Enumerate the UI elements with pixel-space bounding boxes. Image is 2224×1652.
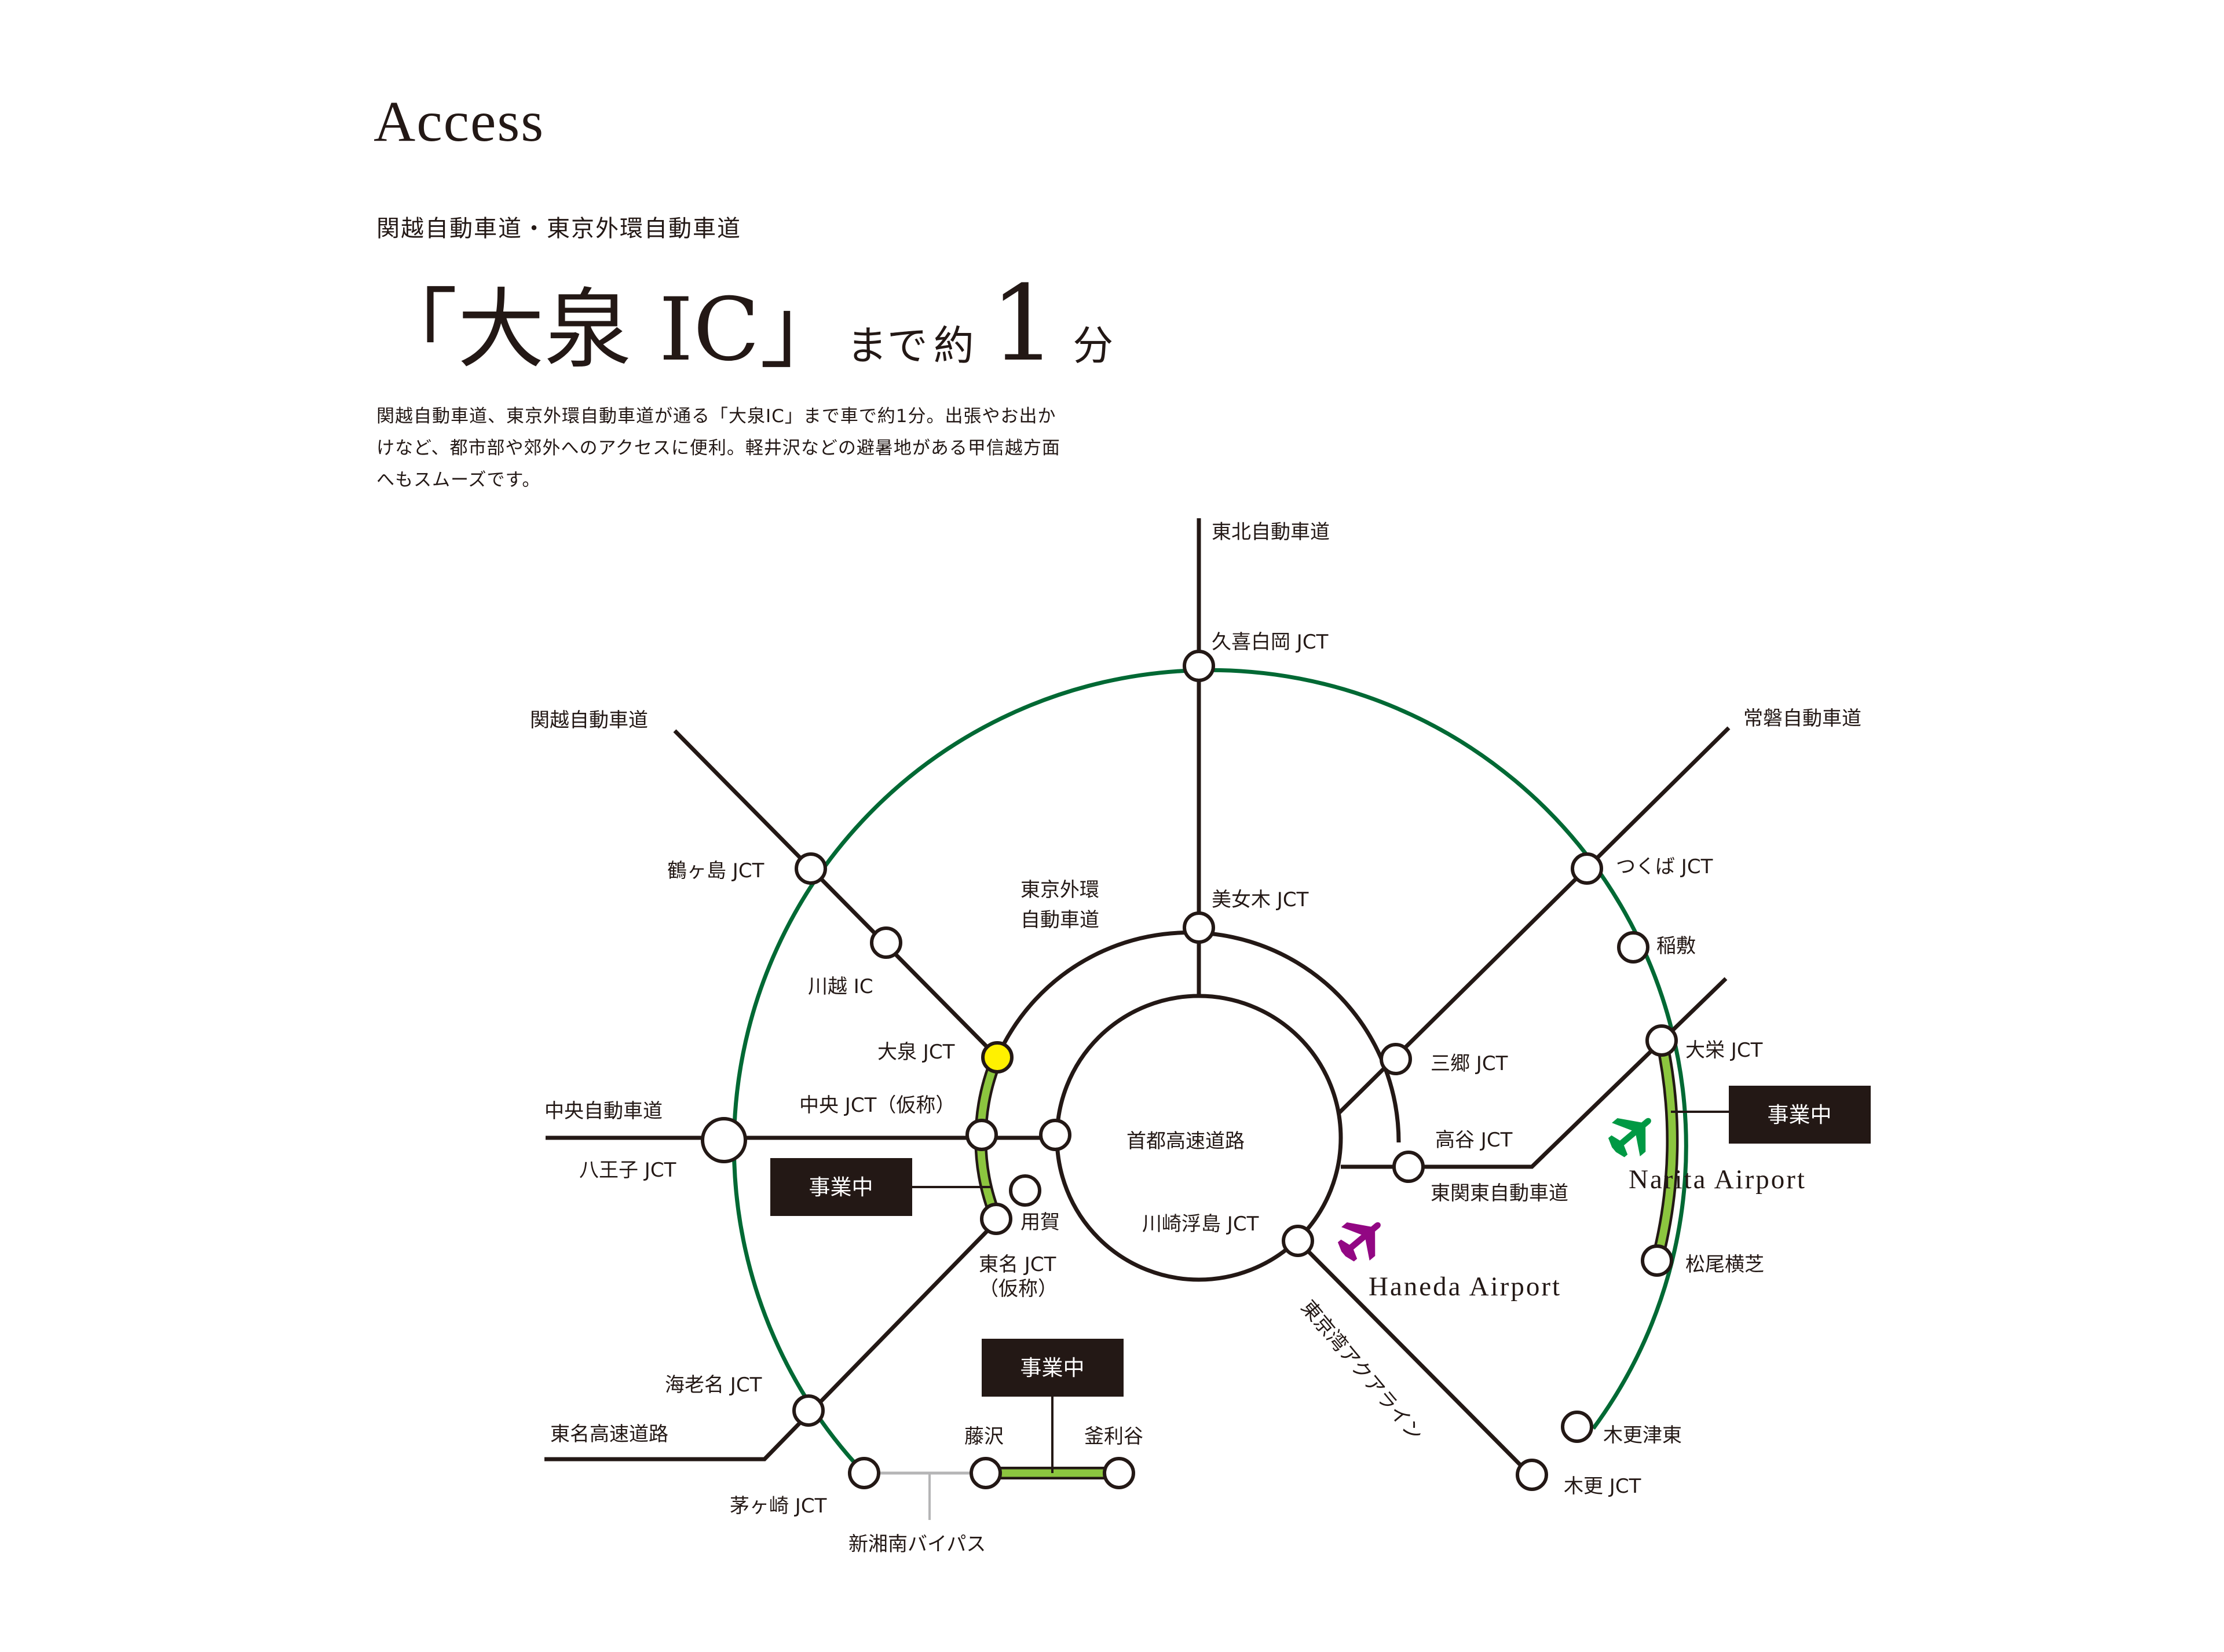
label-gaikan: 東京外環 自動車道 <box>1020 878 1106 932</box>
badge-gaikan-south: 事業中 <box>770 1158 912 1216</box>
label-gaikan-line1: 東京外環 <box>1020 878 1099 902</box>
label-tomei: 東名高速道路 <box>550 1423 668 1446</box>
kanetsu-line <box>673 729 999 1059</box>
airplane-icon <box>1600 1102 1665 1167</box>
label-matsuo-yokoshiba: 松尾横芝 <box>1685 1253 1764 1276</box>
label-youga: 用賀 <box>1020 1211 1060 1234</box>
node-tsukuba <box>1571 852 1603 885</box>
label-kawasaki-ukishima: 川崎浮島 JCT <box>1142 1213 1259 1236</box>
label-kamariya: 釜利谷 <box>1084 1425 1143 1448</box>
node-inashiki <box>1617 931 1649 964</box>
description-line: へもスムーズです。 <box>376 470 541 490</box>
description-line: けなど、都市部や郊外へのアクセスに便利。軽井沢などの避暑地がある甲信越方面 <box>376 438 1060 459</box>
label-narita: Narita Airport <box>1629 1164 1806 1195</box>
headline-yaku: 約 <box>933 322 974 369</box>
headline-unit: 分 <box>1073 322 1114 369</box>
badge-label: 事業中 <box>1768 1102 1832 1127</box>
node-tsurugashima <box>795 852 827 885</box>
label-gaikan-line2: 自動車道 <box>1020 909 1099 932</box>
label-bijogi: 美女木 JCT <box>1212 888 1309 911</box>
label-taiei: 大栄 JCT <box>1685 1039 1763 1062</box>
label-tomei-jct-line1: 東名 JCT <box>979 1253 1056 1276</box>
haneda-airport: Haneda Airport <box>1329 1206 1561 1302</box>
badge-ken-o-east: 事業中 <box>1729 1086 1871 1144</box>
radial-roads <box>544 518 1731 1475</box>
node-chuo-jct <box>965 1119 998 1151</box>
label-koya: 高谷 JCT <box>1435 1129 1513 1152</box>
node-kuki <box>1183 650 1215 682</box>
badge-bg <box>982 1339 1124 1397</box>
headline-number: 1 <box>990 263 1057 384</box>
badge-leaders <box>912 1111 1729 1473</box>
page-title: Access <box>374 89 545 153</box>
label-haneda: Haneda Airport <box>1369 1272 1561 1302</box>
badge-bg <box>770 1158 912 1216</box>
label-ebina: 海老名 JCT <box>665 1373 762 1397</box>
narita-airport: Narita Airport <box>1600 1102 1806 1195</box>
badge-label: 事業中 <box>809 1175 873 1200</box>
subtitle: 関越自動車道・東京外環自動車道 <box>376 215 741 242</box>
label-tohoku: 東北自動車道 <box>1212 521 1330 544</box>
label-joban: 常磐自動車道 <box>1743 707 1861 730</box>
label-fujisawa: 藤沢 <box>964 1425 1004 1448</box>
label-tomei-jct: 東名 JCT （仮称） <box>979 1253 1062 1301</box>
airplane-icon <box>1329 1206 1395 1271</box>
node-bijogi <box>1183 911 1215 944</box>
label-kisarazu: 木更 JCT <box>1564 1475 1641 1498</box>
label-chigasaki: 茅ヶ崎 JCT <box>730 1495 827 1518</box>
node-tomei-jct <box>980 1203 1012 1235</box>
node-chigasaki <box>848 1457 880 1489</box>
ken-o-expressway <box>731 668 1688 1475</box>
label-kawagoe: 川越 IC <box>808 975 873 998</box>
tomei-line <box>544 1220 998 1461</box>
node-misato <box>1380 1043 1412 1075</box>
node-matsuo-yokoshiba <box>1641 1244 1673 1277</box>
label-hachioji: 八王子 JCT <box>579 1159 676 1182</box>
description-line: 関越自動車道、東京外環自動車道が通る「大泉IC」まで車で約1分。出張やお出か <box>376 406 1056 427</box>
ken-o-construction-east-fill <box>1653 1039 1676 1262</box>
label-aqualine: 東京湾アクアライン <box>1296 1296 1427 1446</box>
node-koya <box>1392 1151 1425 1183</box>
description: 関越自動車道、東京外環自動車道が通る「大泉IC」まで車で約1分。出張やお出か け… <box>376 401 1129 496</box>
label-higashi-kanto: 東関東自動車道 <box>1431 1182 1568 1205</box>
label-tsurugashima: 鶴ヶ島 JCT <box>667 859 765 882</box>
node-youga <box>1009 1174 1041 1207</box>
node-fujisawa <box>970 1457 1002 1489</box>
badge-bg <box>1729 1086 1871 1144</box>
label-kisarazu-higashi: 木更津東 <box>1603 1424 1682 1447</box>
label-inashiki: 稲敷 <box>1656 935 1696 958</box>
node-ebina <box>792 1394 825 1427</box>
label-kanetsu: 関越自動車道 <box>530 709 648 732</box>
label-tsukuba: つくば JCT <box>1616 855 1713 878</box>
label-tomei-jct-line2: （仮称） <box>979 1277 1058 1301</box>
label-chuo-jct: 中央 JCT（仮称） <box>799 1094 955 1117</box>
label-chuo: 中央自動車道 <box>544 1100 663 1123</box>
headline-made: まで <box>846 322 928 369</box>
label-kuki: 久喜白岡 JCT <box>1212 631 1329 654</box>
node-hachioji <box>701 1117 747 1163</box>
headline-main: 「大泉 IC」 <box>371 280 847 380</box>
label-oizumi: 大泉 JCT <box>877 1041 955 1064</box>
aqualine-line <box>1296 1239 1531 1475</box>
label-misato: 三郷 JCT <box>1431 1052 1508 1075</box>
node-kisarazu <box>1516 1459 1548 1491</box>
badge-ken-o-south: 事業中 <box>982 1339 1124 1397</box>
junction-nodes <box>701 650 1678 1491</box>
node-kawagoe <box>870 926 902 959</box>
node-oizumi <box>981 1041 1014 1074</box>
label-shuto: 首都高速道路 <box>1126 1130 1245 1153</box>
node-kawasaki-ukishima <box>1282 1225 1314 1257</box>
node-kisarazu-higashi <box>1561 1411 1593 1443</box>
label-shin-shonan: 新湘南バイパス <box>848 1533 986 1556</box>
node-kamariya <box>1103 1457 1135 1489</box>
ken-o-ring <box>731 668 1688 1475</box>
node-taiei <box>1645 1024 1678 1057</box>
badge-label: 事業中 <box>1020 1356 1085 1380</box>
node-chuo-shuto <box>1039 1119 1071 1151</box>
